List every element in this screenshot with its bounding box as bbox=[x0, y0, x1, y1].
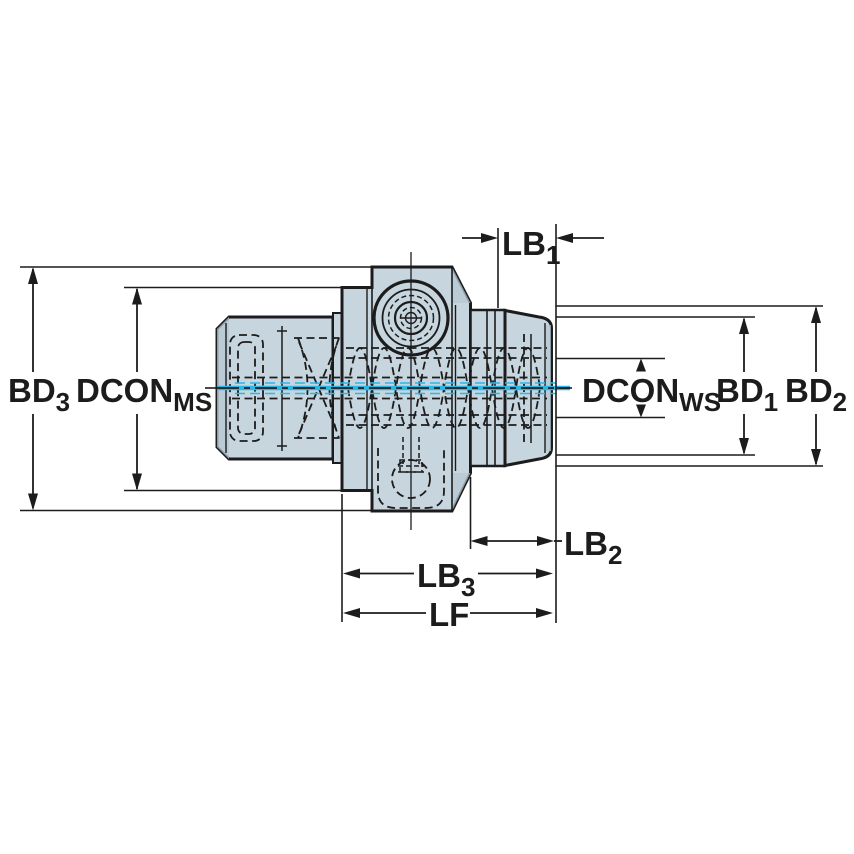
flange-top-chamfer-shade bbox=[452, 267, 471, 303]
extension-lines bbox=[20, 224, 823, 623]
flange-bottom-chamfer-shade bbox=[452, 473, 471, 511]
dim-label-bd3: BD3 bbox=[8, 372, 70, 417]
dim-label-bd1: BD1 bbox=[716, 372, 778, 417]
dim-label-lb2: LB2 bbox=[564, 525, 622, 570]
dimension-lines bbox=[28, 233, 821, 618]
dim-label-lb3: LB3 bbox=[417, 557, 475, 602]
dim-label-dcon-ws: DCONWS bbox=[582, 372, 721, 417]
dim-label-bd2: BD2 bbox=[785, 372, 847, 417]
centerline bbox=[205, 382, 572, 395]
dim-label-lb1: LB1 bbox=[502, 225, 560, 270]
dim-label-dcon-ms: DCONMS bbox=[76, 372, 212, 417]
dimension-labels: BD3 DCONMS LB1 DCONWS BD1 BD2 LB2 LB3 LF bbox=[8, 225, 847, 633]
dim-label-lf: LF bbox=[429, 596, 469, 633]
